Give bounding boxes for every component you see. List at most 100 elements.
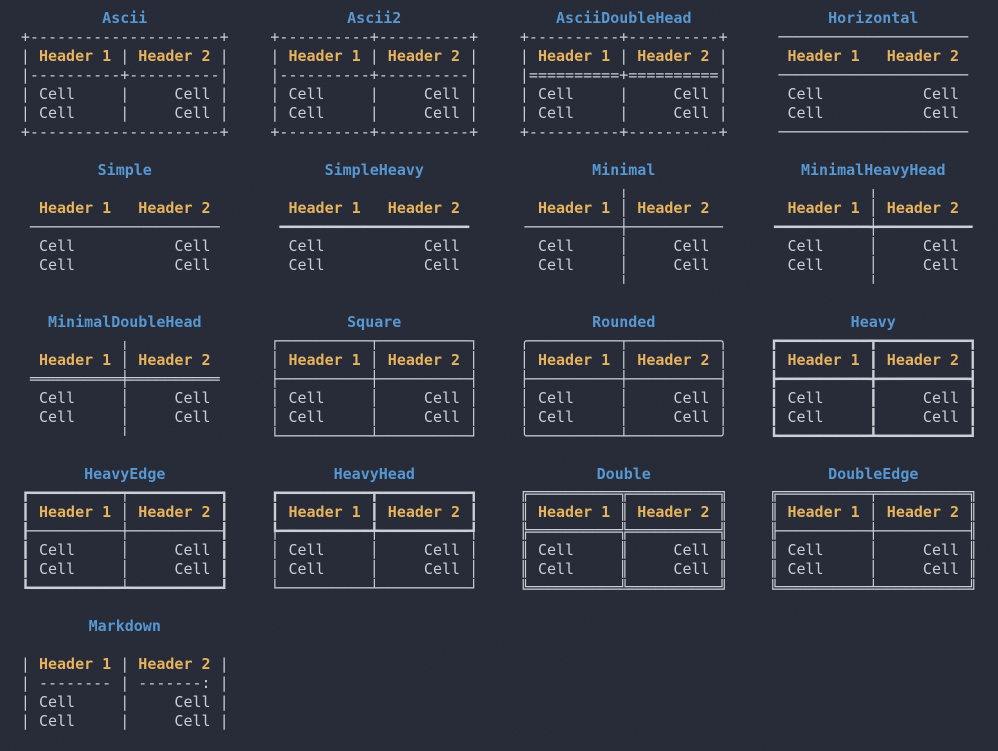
border-chars: +---------------------+ [20,28,229,46]
border-chars: ───────────────────── [769,66,978,84]
border-chars: ╟──────────┼──────────╢ [769,522,978,540]
art-line: ╷ [520,180,728,199]
border-chars: | [270,85,289,103]
header-text: Header 2 [886,47,960,65]
border-chars: ┃ [859,351,887,369]
border-chars: | [20,85,39,103]
border-chars: ║ [519,560,538,578]
table-example-markdown: Markdown | Header 1 | Header 2 || ------… [21,617,229,750]
art-line: ╚══════════╩══════════╝ [520,579,728,598]
cell-text: Cell [423,389,461,407]
border-chars: │ [75,389,175,407]
table-title: DoubleEdge [828,465,919,483]
border-chars: ╷ [20,332,229,350]
border-chars: | [519,104,538,122]
cell-text: Cell [288,389,325,407]
table-example-doubleedge: DoubleEdge╔══════════╤══════════╗║ Heade… [769,465,977,598]
border-chars: │ [460,351,479,369]
border-chars [21,237,39,255]
border-chars: ║ [709,541,728,559]
border-chars: ╰──────────┴──────────╯ [519,427,728,445]
art-line: +----------+----------+ [520,28,728,47]
border-chars [520,237,538,255]
cell-text: Cell [38,237,76,255]
border-chars [211,408,229,426]
border-chars: | [709,85,728,103]
border-chars: ║ [709,560,728,578]
border-chars: ╭──────────┬──────────╮ [519,332,728,350]
border-chars: │ [574,256,674,274]
cell-text: Cell [174,389,211,407]
table-title: HeavyHead [333,465,415,483]
art-line: |----------+----------| [270,66,478,85]
cell-text: Cell [922,237,960,255]
border-chars: │ [460,408,479,426]
cell-text: Cell [537,389,575,407]
cell-text: Cell [174,85,211,103]
table-title: AsciiDoubleHead [556,9,692,27]
header-text: Header 2 [387,199,461,217]
border-chars: | [519,47,538,65]
cell-text: Cell [288,408,325,426]
border-chars: ┃ [769,408,788,426]
table-ascii-art: ───────────────────── Header 1 Header 2 … [769,28,977,142]
art-line: | Header 1 | Header 2 | [270,47,478,66]
table-ascii-art: ╔══════════╤══════════╗║ Header 1 │ Head… [769,484,977,598]
border-chars: │ [519,389,538,407]
border-chars: ┃ [769,351,788,369]
art-line: ┣━━━━━━━━━━╋━━━━━━━━━━┫ [769,370,977,389]
art-line: │ Cell │ Cell │ [270,541,478,560]
header-text: Header 1 [38,503,112,521]
art-line: │ Cell │ Cell │ [270,389,478,408]
art-line: +----------+----------+ [520,123,728,142]
art-line: ╵ [520,275,728,294]
cell-text: Cell [922,256,960,274]
border-chars [111,199,138,217]
art-line: ┏━━━━━━━━━━┳━━━━━━━━━━┓ [270,484,478,503]
cell-text: Cell [787,389,824,407]
art-line: ╔══════════╤══════════╗ [769,484,977,503]
header-text: Header 1 [38,351,112,369]
art-line [270,275,478,294]
art-line: ┃ Cell ┃ Cell ┃ [769,389,977,408]
cell-text: Cell [787,541,824,559]
table-ascii-art: ┌──────────┬──────────┐│ Header 1 │ Head… [270,332,478,446]
cell-text: Cell [174,256,211,274]
border-chars: ┠──────────┼──────────┨ [20,522,229,540]
table-title: HeavyEdge [84,465,166,483]
art-line: ┡━━━━━━━━━━╇━━━━━━━━━━┩ [270,522,478,541]
header-text: Header 2 [886,351,960,369]
border-chars: ┃ [20,560,39,578]
cell-text: Cell [537,85,575,103]
border-chars: ╚══════════╩══════════╝ [519,579,728,597]
art-line: Cell │ Cell [769,256,977,275]
art-line: Cell │ Cell [21,389,229,408]
art-line: ╵ [21,427,229,446]
art-line: ╵ [769,275,977,294]
border-chars [211,389,229,407]
header-text: Header 1 [38,199,112,217]
border-chars: ┃ [823,389,923,407]
header-text: Header 1 [288,503,361,521]
table-title: Markdown [88,617,161,635]
border-chars: ║ [574,560,674,578]
art-line: Cell │ Cell [769,237,977,256]
cell-text: Cell [673,85,710,103]
border-chars: ╔══════════╤══════════╗ [769,484,978,502]
cell-text: Cell [537,408,575,426]
art-line [21,636,229,655]
border-chars: ┃ [823,408,923,426]
border-chars: | [574,104,674,122]
table-example-double: Double╔══════════╦══════════╗║ Header 1 … [520,465,728,598]
border-chars [21,199,39,217]
border-chars: ┃ [769,389,788,407]
border-chars [824,104,923,122]
art-line: ║ Cell │ Cell ║ [769,560,977,579]
header-text: Header 2 [138,199,211,217]
art-line: Header 1 │ Header 2 [21,351,229,370]
art-line: │ Cell │ Cell │ [520,408,728,427]
cell-text: Cell [787,256,824,274]
art-line: | Header 1 | Header 2 | [21,655,229,674]
cell-text: Cell [922,389,960,407]
border-chars: ┃ [210,541,229,559]
